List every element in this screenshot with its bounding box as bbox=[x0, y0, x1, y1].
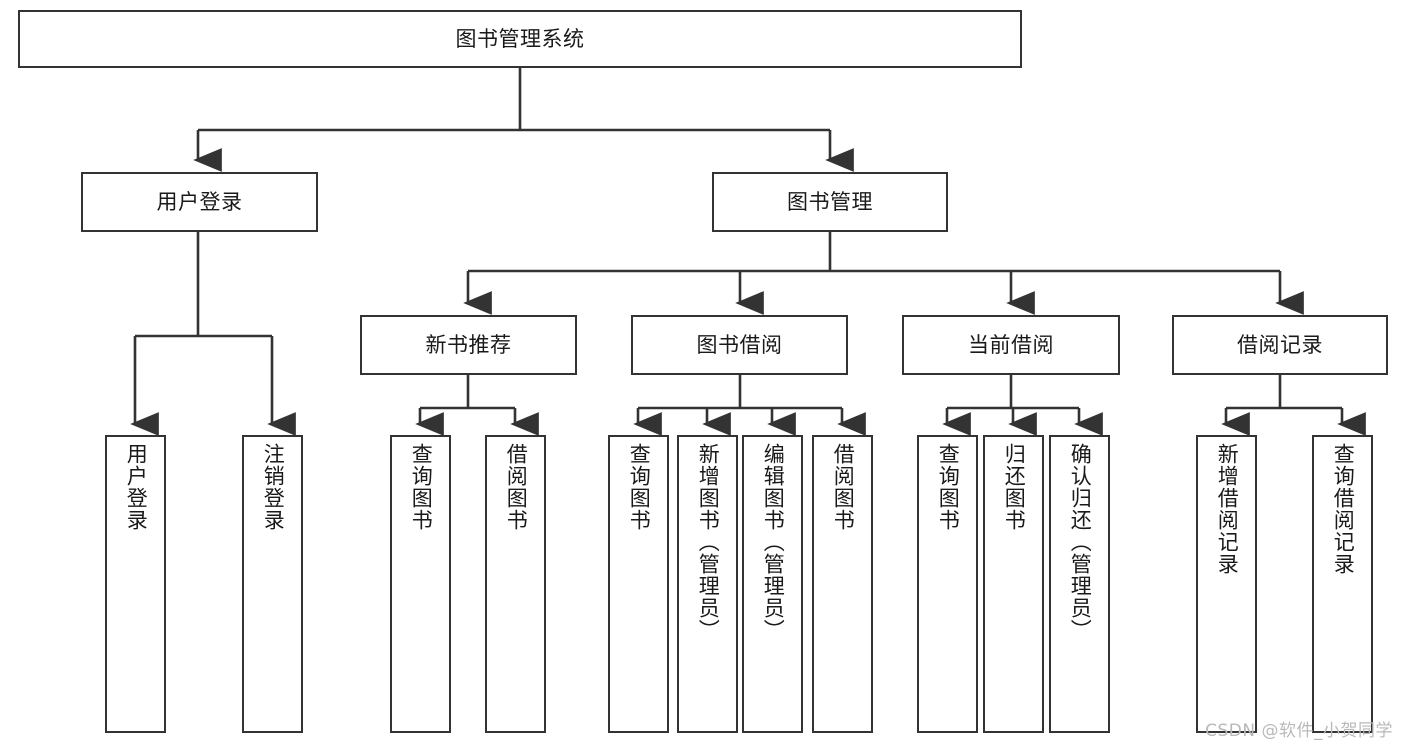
leaf-new-book-query-label: 查询图书 bbox=[409, 443, 434, 531]
node-root-system-label: 图书管理系统 bbox=[455, 26, 585, 51]
node-root-system[interactable]: 图书管理系统 bbox=[18, 10, 1022, 68]
leaf-user-login-signin-label: 用户登录 bbox=[124, 443, 149, 531]
leaf-borrow-record-add[interactable]: 新增借阅记录 bbox=[1196, 435, 1257, 733]
node-current-borrow-label: 当前借阅 bbox=[968, 332, 1054, 357]
node-borrow-record[interactable]: 借阅记录 bbox=[1172, 315, 1388, 375]
node-book-borrow-label: 图书借阅 bbox=[696, 332, 783, 357]
leaf-current-borrow-query-label: 查询图书 bbox=[936, 443, 961, 531]
leaf-book-borrow-edit[interactable]: 编辑图书（管理员） bbox=[742, 435, 803, 733]
leaf-book-borrow-add-label: 新增图书（管理员） bbox=[696, 443, 721, 641]
leaf-current-borrow-query[interactable]: 查询图书 bbox=[917, 435, 978, 733]
node-new-book-recommend-label: 新书推荐 bbox=[425, 332, 512, 357]
leaf-borrow-record-add-label: 新增借阅记录 bbox=[1215, 443, 1240, 575]
leaf-borrow-record-query-label: 查询借阅记录 bbox=[1331, 443, 1356, 575]
leaf-book-borrow-add[interactable]: 新增图书（管理员） bbox=[677, 435, 738, 733]
node-book-manage[interactable]: 图书管理 bbox=[712, 172, 948, 232]
leaf-user-login-signin[interactable]: 用户登录 bbox=[105, 435, 166, 733]
leaf-book-borrow-borrow[interactable]: 借阅图书 bbox=[812, 435, 873, 733]
node-book-manage-label: 图书管理 bbox=[787, 189, 873, 214]
leaf-borrow-record-query[interactable]: 查询借阅记录 bbox=[1312, 435, 1373, 733]
leaf-current-borrow-confirm-return[interactable]: 确认归还（管理员） bbox=[1049, 435, 1110, 733]
node-new-book-recommend[interactable]: 新书推荐 bbox=[360, 315, 577, 375]
leaf-new-book-borrow[interactable]: 借阅图书 bbox=[485, 435, 546, 733]
leaf-new-book-borrow-label: 借阅图书 bbox=[504, 443, 529, 531]
leaf-current-borrow-confirm-return-label: 确认归还（管理员） bbox=[1068, 443, 1093, 641]
leaf-book-borrow-query-label: 查询图书 bbox=[627, 443, 652, 531]
csdn-watermark: CSDN @软件_小贺同学 bbox=[1205, 721, 1393, 741]
node-borrow-record-label: 借阅记录 bbox=[1237, 332, 1323, 357]
leaf-book-borrow-borrow-label: 借阅图书 bbox=[831, 443, 856, 531]
leaf-new-book-query[interactable]: 查询图书 bbox=[390, 435, 451, 733]
node-book-borrow[interactable]: 图书借阅 bbox=[631, 315, 848, 375]
node-current-borrow[interactable]: 当前借阅 bbox=[902, 315, 1120, 375]
leaf-user-login-signout[interactable]: 注销登录 bbox=[242, 435, 303, 733]
leaf-current-borrow-return-label: 归还图书 bbox=[1002, 443, 1027, 531]
node-user-login[interactable]: 用户登录 bbox=[81, 172, 318, 232]
node-user-login-label: 用户登录 bbox=[156, 189, 243, 214]
leaf-current-borrow-return[interactable]: 归还图书 bbox=[983, 435, 1044, 733]
leaf-book-borrow-query[interactable]: 查询图书 bbox=[608, 435, 669, 733]
leaf-user-login-signout-label: 注销登录 bbox=[261, 443, 286, 531]
leaf-book-borrow-edit-label: 编辑图书（管理员） bbox=[761, 443, 786, 641]
